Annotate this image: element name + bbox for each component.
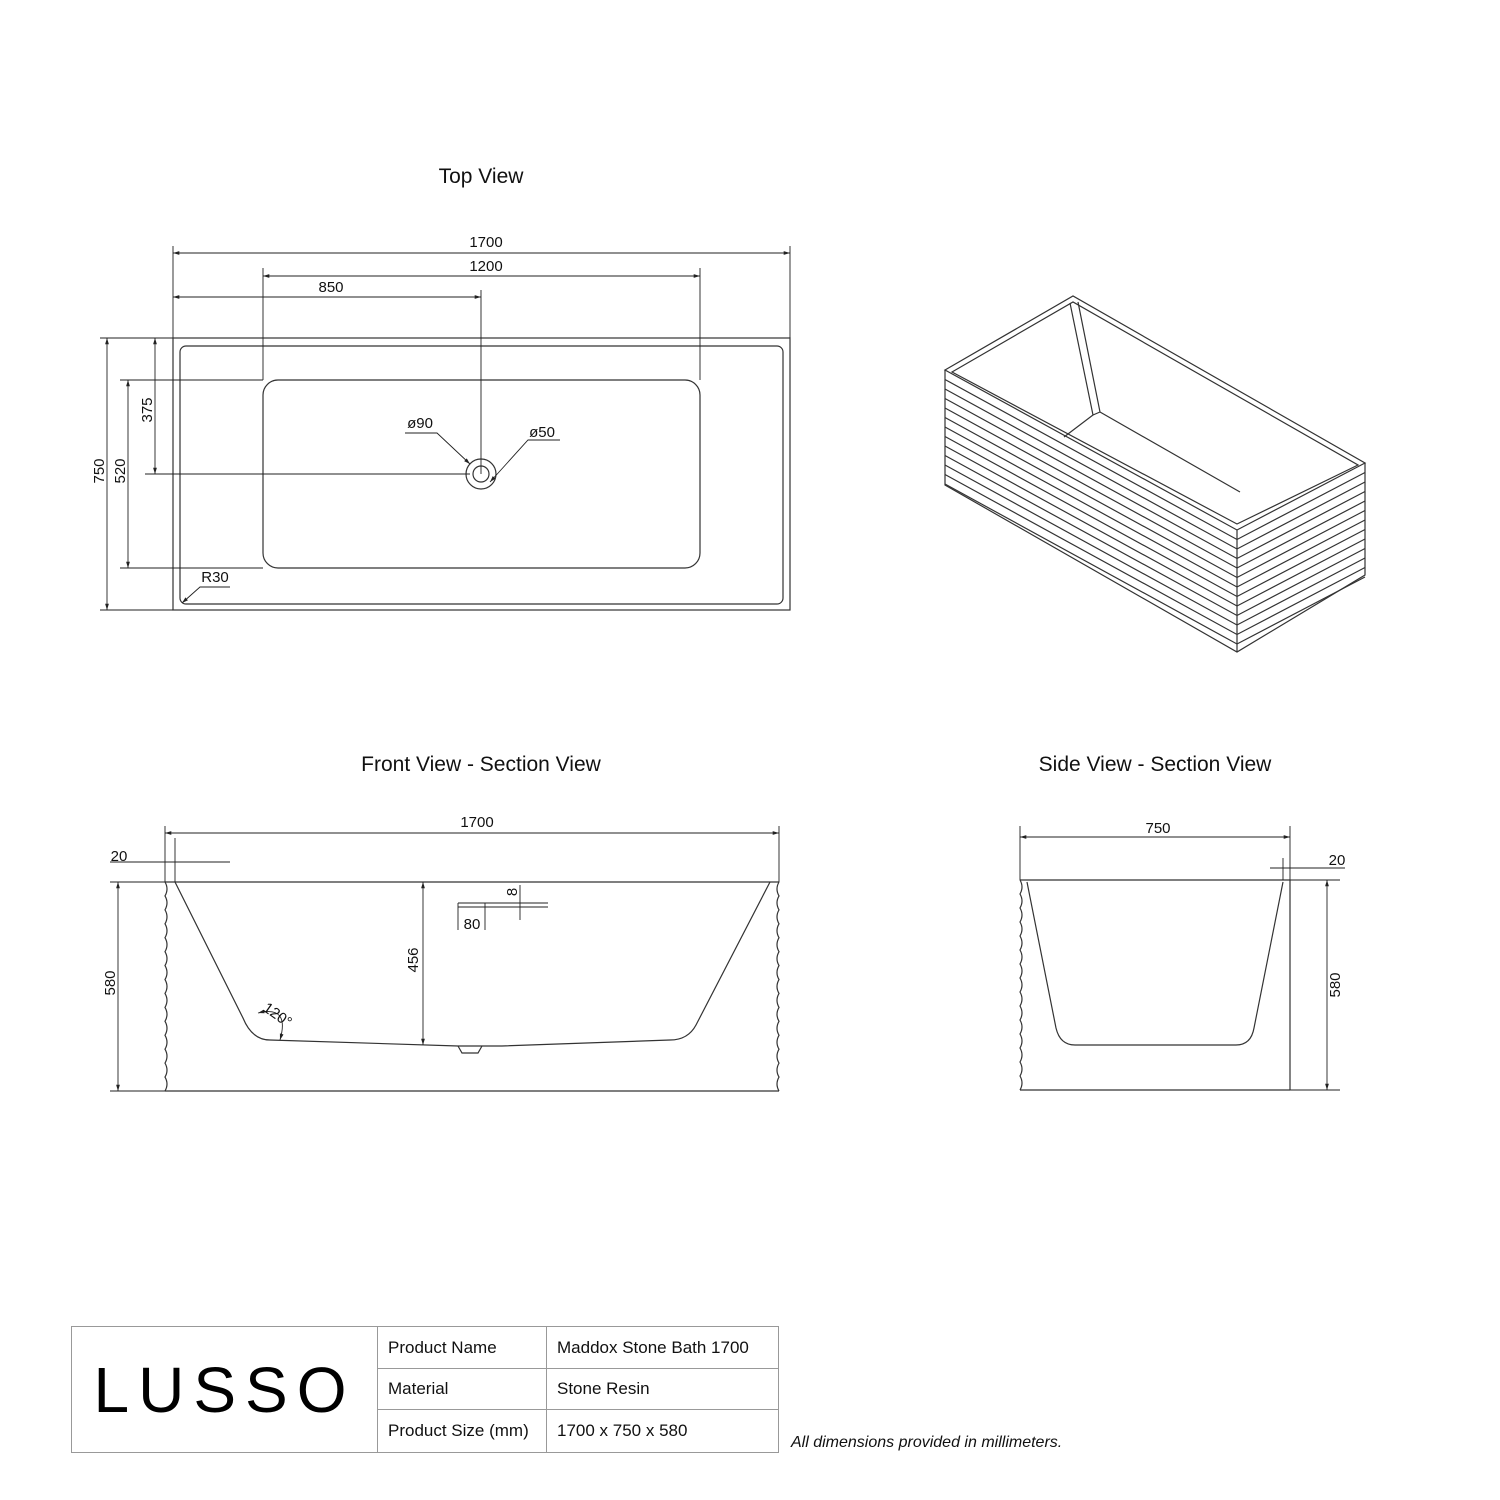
rib-line	[944, 426, 1366, 588]
dim-basin-length: 1200	[469, 258, 502, 275]
side-view: Side View - Section View 750 20 580	[1019, 753, 1346, 1091]
rib-line	[944, 445, 1366, 607]
spec-label: Product Name	[378, 1327, 547, 1369]
dim-height: 580	[1327, 972, 1344, 997]
spec-label: Material	[378, 1369, 547, 1410]
top-view: Top View 1700 1200 850 750 520 375 ø90 ø…	[91, 165, 791, 611]
spec-value: 1700 x 750 x 580	[557, 1421, 688, 1440]
rib-line	[944, 473, 1366, 636]
spec-label: Product Size (mm)	[378, 1410, 547, 1452]
front-view: Front View - Section View 1700 20 580 45…	[102, 753, 780, 1092]
title-block: LUSSO Product Name Maddox Stone Bath 170…	[71, 1326, 779, 1453]
drain-section	[457, 1045, 483, 1054]
rib-line	[944, 483, 1366, 645]
rib-line	[944, 388, 1366, 550]
rib-line	[944, 407, 1366, 569]
dim-length: 1700	[460, 814, 493, 831]
rib-line	[944, 435, 1366, 598]
spec-table: Product Name Maddox Stone Bath 1700 Mate…	[378, 1327, 778, 1452]
dim-drain-offset: 850	[318, 279, 343, 296]
spec-value: Stone Resin	[547, 1369, 778, 1410]
dim-angle: 120°	[260, 999, 295, 1031]
dim-drain-outer: ø90	[407, 415, 433, 432]
dim-basin-width: 520	[112, 458, 129, 483]
dim-drain-inner: ø50	[529, 424, 555, 441]
spec-value: Maddox Stone Bath 1700	[547, 1327, 778, 1369]
dim-overflow-height: 8	[504, 888, 521, 896]
top-view-title: Top View	[439, 165, 525, 188]
rib-line	[944, 378, 1366, 541]
dim-width: 750	[91, 458, 108, 483]
ribbed-wall-left	[164, 881, 168, 1092]
front-view-title: Front View - Section View	[361, 753, 601, 776]
dim-length: 1700	[469, 234, 502, 251]
basin-section	[174, 881, 771, 1047]
ribbed-wall-left	[1019, 879, 1023, 1091]
rib-line	[944, 397, 1366, 560]
rib-line	[944, 454, 1366, 617]
dim-wall: 20	[111, 848, 128, 865]
dim-height: 580	[102, 970, 119, 995]
dim-drain-center: 375	[139, 397, 156, 422]
ribbed-wall-right	[776, 881, 780, 1092]
dim-depth: 456	[405, 947, 422, 972]
dim-wall: 20	[1329, 852, 1346, 869]
rib-line	[944, 464, 1366, 626]
bath-rim	[179, 345, 784, 605]
brand-logo: LUSSO	[72, 1327, 378, 1452]
units-note: All dimensions provided in millimeters.	[791, 1434, 1063, 1451]
dim-width: 750	[1145, 820, 1170, 837]
dim-overflow-width: 80	[464, 916, 481, 933]
basin-section	[1026, 881, 1284, 1046]
side-view-title: Side View - Section View	[1039, 753, 1273, 776]
dim-radius: R30	[201, 569, 229, 586]
isometric-view	[943, 295, 1367, 653]
rib-line	[944, 416, 1366, 579]
